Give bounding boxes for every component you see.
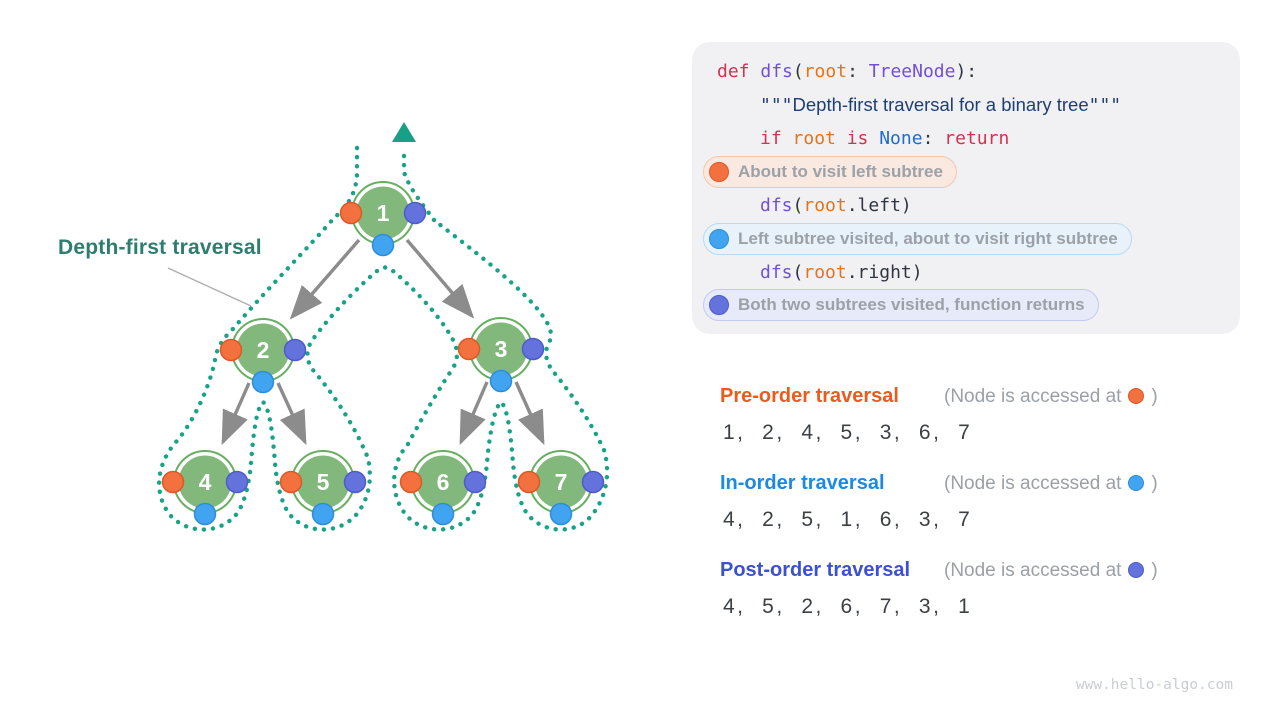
postorder-dot-icon [1128,562,1145,578]
traversal-path-dotted [156,145,610,532]
annotation-postorder: Both two subtrees visited, function retu… [692,289,1240,322]
edge-3-6 [459,381,489,446]
postorder-row: Post-order traversal(Node is accessed at… [720,559,1158,618]
inorder-dot [371,233,395,257]
code-line-dfs-right: dfs(root.right) [760,261,923,283]
code-line-dfs-left: dfs(root.left) [760,194,912,216]
preorder-title: Pre-order traversal [720,385,899,407]
annotation-preorder: About to visit left subtree [692,155,1240,188]
inorder-dot [489,369,513,393]
preorder-dot [399,470,423,494]
annotation-text: Both two subtrees visited, function retu… [738,295,1085,315]
svg-text:5: 5 [317,469,330,495]
postorder-dot [403,201,427,225]
svg-text:7: 7 [555,469,568,495]
tree-node-2: 2 [219,318,307,394]
code-line-guard: if root is None: return [760,127,1010,149]
postorder-dot-icon [709,295,729,316]
watermark: www.hello-algo.com [1075,677,1233,693]
annotation-text: Left subtree visited, about to visit rig… [738,228,1118,248]
preorder-dot-icon [709,161,729,182]
postorder-dot [343,470,367,494]
postorder-dot [521,337,545,361]
inorder-dot-icon [709,228,729,249]
preorder-dot [517,470,541,494]
inorder-dot [431,502,455,526]
svg-text:6: 6 [437,469,450,495]
inorder-sequence: 4, 2, 5, 1, 6, 3, 7 [723,508,973,531]
tree-node-1: 1 [339,181,427,257]
postorder-title: Post-order traversal [720,559,911,581]
tree-node-5: 5 [279,450,367,526]
code-panel: def dfs(root: TreeNode): """Depth-first … [692,42,1240,334]
edge-3-7 [514,381,545,446]
inorder-dot [193,502,217,526]
svg-text:1: 1 [377,200,390,226]
tree-node-4: 4 [161,450,249,526]
inorder-dot [311,502,335,526]
inorder-dot [251,370,275,394]
preorder-dot [339,201,363,225]
edge-1-3 [405,238,475,319]
postorder-dot [225,470,249,494]
postorder-dot [463,470,487,494]
code-line-def: def dfs(root: TreeNode): [717,61,978,83]
annotation-text: About to visit left subtree [738,161,943,181]
postorder-dot [283,338,307,362]
svg-text:4: 4 [199,469,212,495]
tree-diagram-label: Depth-first traversal [58,236,262,259]
preorder-dot [161,470,185,494]
svg-text:3: 3 [495,336,508,362]
edge-2-5 [276,382,307,446]
inorder-row: In-order traversal(Node is accessed at) … [720,472,1158,531]
edge-1-2 [289,238,361,320]
inorder-dot-icon [1128,475,1145,491]
inorder-title: In-order traversal [720,472,885,494]
traversal-orders: Pre-order traversal(Node is accessed at)… [720,383,1158,644]
preorder-dot [219,338,243,362]
annotation-inorder: Left subtree visited, about to visit rig… [692,222,1240,255]
binary-tree-diagram: 1 2 3 4 [156,122,610,532]
preorder-sequence: 1, 2, 4, 5, 3, 6, 7 [723,421,973,444]
exit-arrow-icon [392,122,416,142]
preorder-dot [457,337,481,361]
preorder-row: Pre-order traversal(Node is accessed at)… [720,385,1158,444]
tree-node-7: 7 [517,450,605,526]
edge-2-4 [221,382,251,446]
postorder-sequence: 4, 5, 2, 6, 7, 3, 1 [723,595,973,618]
label-pointer-line [167,267,252,307]
tree-node-6: 6 [399,450,487,526]
inorder-dot [549,502,573,526]
tree-node-3: 3 [457,317,545,393]
code-line-docstring: """Depth-first traversal for a binary tr… [760,94,1122,116]
preorder-dot-icon [1128,388,1145,404]
svg-text:2: 2 [257,337,270,363]
postorder-dot [581,470,605,494]
preorder-dot [279,470,303,494]
